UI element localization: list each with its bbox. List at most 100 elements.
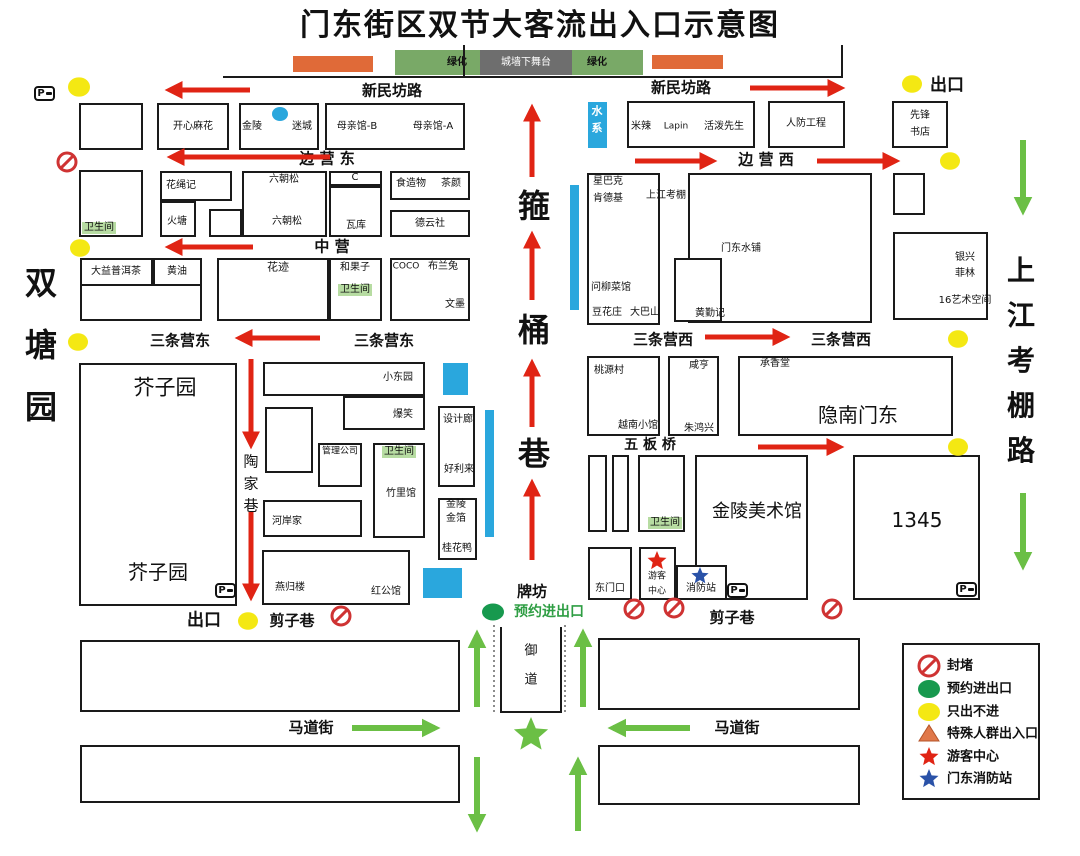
building-box	[588, 455, 607, 532]
building-box	[390, 171, 470, 200]
label-河岸家: 河岸家	[272, 516, 302, 527]
label-和果子: 和果子	[340, 262, 370, 273]
blocked-icon-slash	[59, 154, 75, 170]
label-游客: 游客	[647, 571, 667, 582]
label-卫生间: 卫生间	[382, 446, 416, 458]
building-box	[263, 500, 362, 537]
vlabel-箍桶巷: 箍	[517, 187, 551, 225]
vlabel-上江考棚路: 路	[1006, 434, 1036, 467]
label-大巴山: 大巴山	[630, 307, 660, 318]
building-box	[598, 638, 860, 710]
building-box	[325, 103, 465, 150]
label-中心: 中心	[647, 586, 667, 597]
vlabel-箍桶巷: 桶	[517, 311, 551, 349]
building-box	[853, 455, 980, 600]
water-feature	[423, 568, 462, 598]
page-title: 门东街区双节大客流出入口示意图	[300, 8, 780, 43]
label-绿化: 绿化	[587, 57, 607, 68]
label-朱鸿兴: 朱鸿兴	[684, 423, 714, 434]
main-entrance-star	[513, 717, 549, 750]
building-box	[157, 103, 229, 150]
label-管理公司: 管理公司	[321, 446, 359, 457]
label-布兰兔: 布兰兔	[428, 261, 458, 272]
label-马道街: 马道街	[714, 718, 760, 737]
label-承香堂: 承香堂	[760, 358, 790, 369]
parking-icon: P	[34, 86, 55, 101]
label-书店: 书店	[910, 127, 930, 138]
label-马道街: 马道街	[288, 718, 334, 737]
exit-only-dot	[68, 77, 90, 97]
vlabel-水系: 水	[591, 104, 603, 118]
label-新民坊路: 新民坊路	[650, 78, 712, 97]
building-box	[668, 356, 719, 436]
label-桂花鸭: 桂花鸭	[442, 543, 472, 554]
vlabel-陶家巷: 巷	[243, 496, 259, 515]
exit-only-dot	[70, 239, 90, 257]
label-三条营东: 三条营东	[149, 331, 211, 350]
water-feature	[485, 410, 494, 537]
label-豆花庄: 豆花庄	[592, 307, 622, 318]
exit-only-dot	[948, 330, 968, 348]
label-Lapin: Lapin	[663, 121, 689, 132]
vlabel-御道: 御	[524, 643, 538, 659]
blocked-icon-slash	[626, 601, 642, 617]
label-大益普洱茶: 大益普洱茶	[91, 266, 141, 277]
label-设计廊: 设计廊	[443, 414, 473, 425]
label-人防工程: 人防工程	[786, 118, 826, 129]
car-glyph	[45, 92, 52, 95]
label-开心麻花: 开心麻花	[173, 121, 213, 132]
label-1345: 1345	[891, 508, 943, 532]
label-活泼先生: 活泼先生	[704, 121, 744, 132]
label-星巴克: 星巴克	[593, 176, 623, 187]
label-花迹: 花迹	[267, 260, 289, 274]
blocked-icon	[623, 598, 645, 620]
label-边 营 西: 边 营 西	[738, 150, 794, 169]
car-glyph	[738, 589, 745, 592]
blocked-icon	[663, 597, 685, 619]
label-卫生间: 卫生间	[648, 517, 682, 529]
label-边 营 东: 边 营 东	[299, 149, 355, 168]
building-box	[674, 258, 722, 322]
label-门东水铺: 门东水铺	[721, 243, 761, 254]
vlabel-上江考棚路: 上	[1006, 254, 1036, 287]
label-问柳菜馆: 问柳菜馆	[591, 282, 631, 293]
blocked-icon	[330, 605, 352, 627]
label-剪子巷: 剪子巷	[709, 608, 755, 627]
label-绿化: 绿化	[447, 57, 467, 68]
label-出口: 出口	[187, 610, 221, 631]
label-剪子巷: 剪子巷	[269, 611, 315, 630]
label-黄勤记: 黄勤记	[695, 308, 725, 319]
label-卫生间: 卫生间	[82, 222, 116, 234]
label-越南小馆: 越南小馆	[618, 420, 658, 431]
greenery-bar	[395, 50, 480, 75]
vlabel-箍桶巷: 巷	[517, 435, 551, 473]
vlabel-上江考棚路: 考	[1006, 344, 1036, 377]
parking-icon: P	[727, 583, 748, 598]
legend-label-特殊人群出入口: 特殊人群出入口	[947, 726, 1039, 742]
building-box	[209, 209, 242, 237]
building-box	[262, 550, 410, 605]
building-box	[627, 101, 755, 148]
vlabel-陶家巷: 陶	[243, 452, 259, 471]
label-隐南门东: 隐南门东	[818, 403, 898, 427]
exit-only-dot	[68, 333, 88, 351]
vlabel-御道: 道	[524, 672, 538, 688]
vlabel-双塘园: 塘	[24, 326, 58, 364]
label-花绳记: 花绳记	[166, 180, 196, 191]
label-咸亨: 咸亨	[689, 360, 709, 371]
building-box	[892, 101, 948, 148]
special-access-bar	[652, 55, 723, 69]
building-box	[153, 258, 202, 286]
label-先锋: 先锋	[910, 110, 930, 121]
building-box	[79, 103, 143, 150]
building-box	[160, 171, 232, 201]
label-桃源村: 桃源村	[594, 365, 624, 376]
building-box	[588, 547, 632, 600]
greenery-bar	[572, 50, 643, 75]
building-box	[343, 396, 425, 430]
water-feature	[443, 363, 468, 395]
building-box	[242, 171, 327, 237]
building-box	[768, 101, 845, 148]
label-五 板 桥: 五 板 桥	[624, 437, 676, 453]
